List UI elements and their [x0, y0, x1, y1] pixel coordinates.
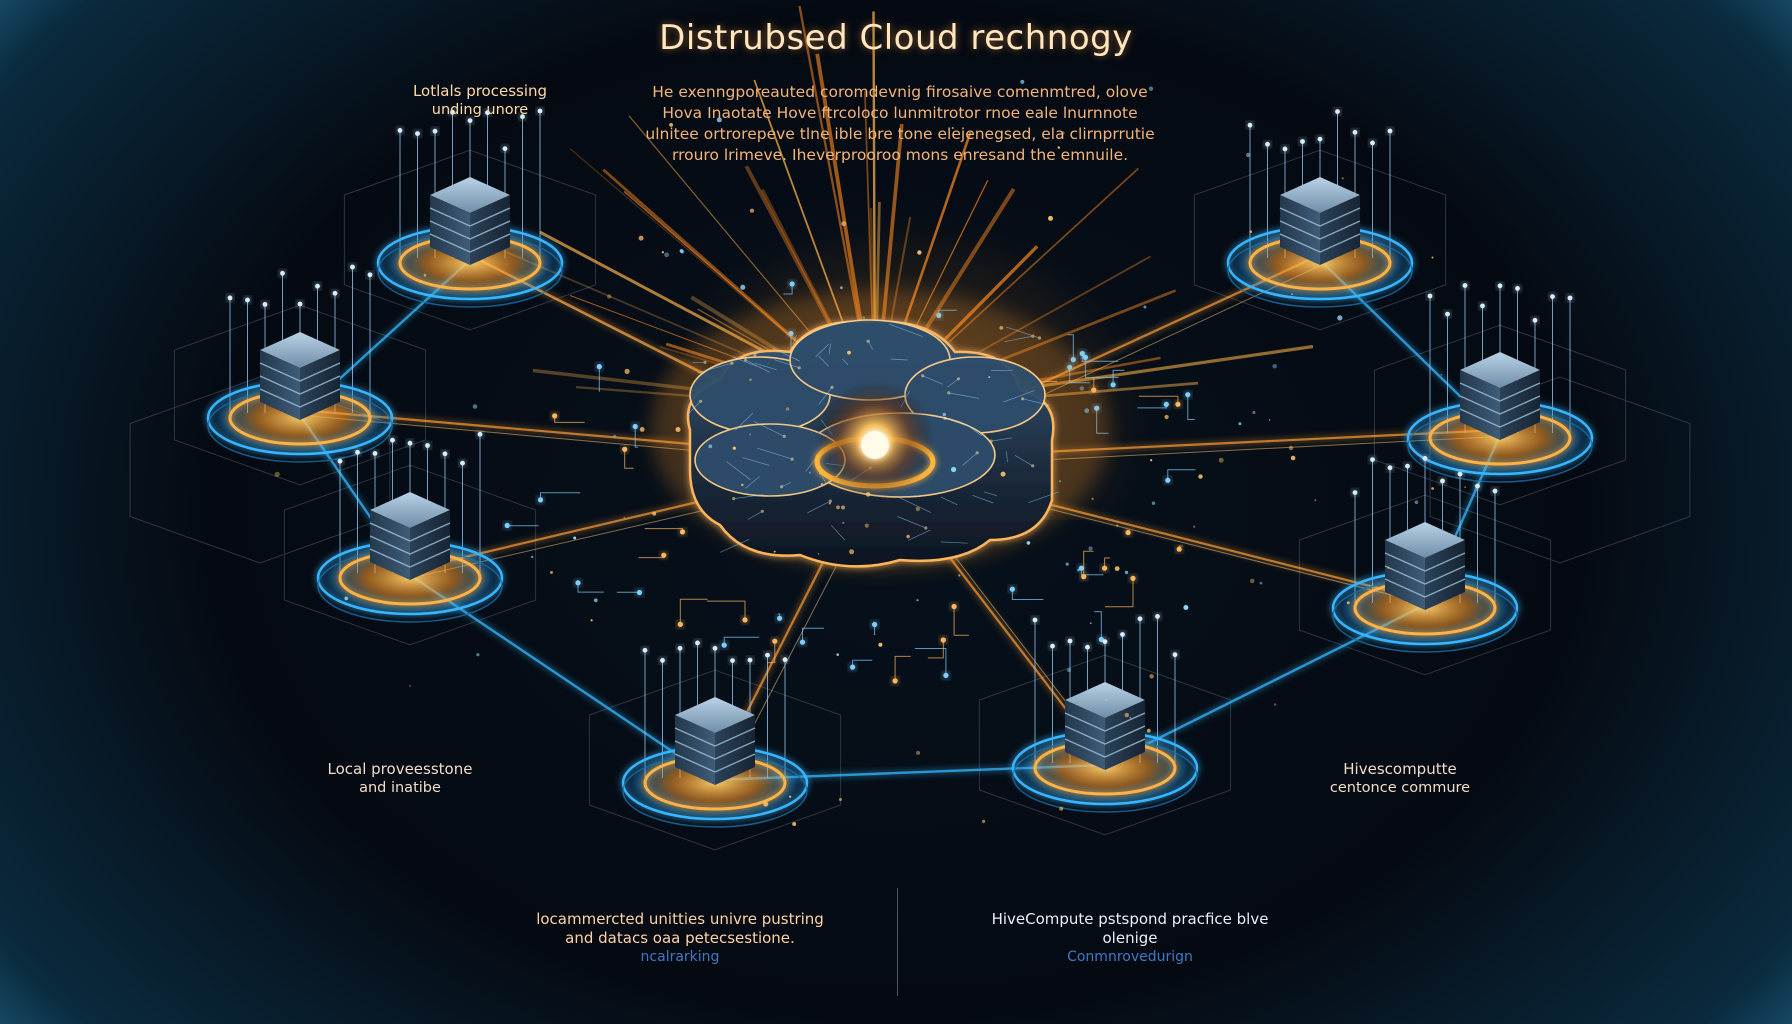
- server-icon: [1459, 352, 1541, 440]
- bottom-right-line1: HiveCompute pstspond pracfice blve: [991, 910, 1269, 928]
- description-line: ulnitee ortrorepeve tlne ible bre tone e…: [645, 125, 1155, 143]
- description-line: Hova Inaotate Hove ftrcoloco lunmitrotor…: [662, 104, 1138, 122]
- server-icon: [369, 492, 451, 580]
- server-icon: [429, 177, 511, 265]
- bottom-left-line3: ncalrarking: [640, 949, 720, 965]
- label-bottom-right: Hivescomputte centonce commure: [1300, 760, 1500, 798]
- server-node: [202, 264, 398, 463]
- bottom-divider: [897, 888, 898, 996]
- label-bottom-left: Local proveesstone and inatibe: [290, 760, 510, 798]
- label-bottom-right-line1: Hivescomputte: [1343, 760, 1457, 778]
- server-node: [1402, 283, 1598, 483]
- server-node: [1327, 456, 1523, 653]
- label-top-left: Lotlals processing unding unore: [395, 82, 565, 120]
- label-top-left-line1: Lotlals processing: [412, 82, 548, 100]
- label-bottom-left-line2: and inatibe: [359, 780, 441, 796]
- spark-particles: [274, 79, 1466, 826]
- server-icon: [259, 332, 341, 420]
- description-line: He exenngporeauted coromdevnig firosaive…: [652, 83, 1148, 101]
- description-line: rrouro lrimeve. Iheverprooroo mons enres…: [671, 146, 1129, 164]
- server-icon: [1384, 522, 1466, 610]
- bottom-text-right: HiveCompute pstspond pracfice blve oleni…: [920, 910, 1340, 967]
- server-icon: [1279, 177, 1361, 265]
- server-node: [312, 431, 508, 623]
- label-bottom-right-line2: centonce commure: [1329, 780, 1471, 796]
- diagram-description: He exenngporeauted coromdevnig firosaive…: [620, 82, 1180, 166]
- bottom-left-line1: locammercted unitties univre pustring: [536, 910, 824, 928]
- server-icon: [674, 697, 756, 785]
- label-top-left-line2: unding unore: [431, 102, 529, 118]
- server-node: [1222, 109, 1418, 308]
- server-node: [372, 108, 568, 308]
- bottom-left-line2: and datacs oaa petecsestione.: [565, 929, 795, 947]
- server-icon: [1064, 682, 1146, 770]
- diagram-title: Distrubsed Cloud rechnogy: [659, 18, 1133, 58]
- bottom-right-line2: olenige: [1102, 929, 1158, 947]
- cloud-icon: [650, 290, 1110, 570]
- bottom-text-left: locammercted unitties univre pustring an…: [470, 910, 890, 967]
- bottom-right-line3: Conmnrovedurign: [1067, 949, 1193, 965]
- label-bottom-left-line1: Local proveesstone: [327, 760, 473, 778]
- server-node: [1007, 614, 1203, 813]
